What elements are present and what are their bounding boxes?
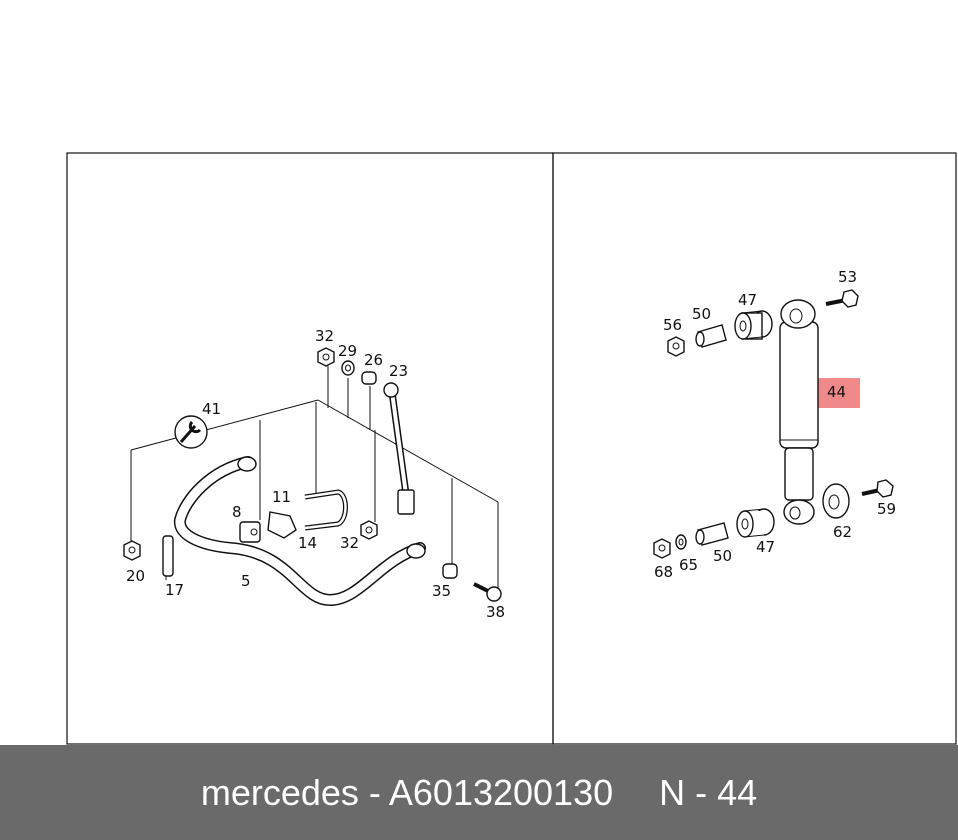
label-47-lower: 47 — [756, 538, 775, 556]
right-panel-frame — [552, 152, 957, 745]
nut-68 — [653, 538, 671, 559]
label-56: 56 — [663, 316, 682, 334]
label-59: 59 — [877, 500, 896, 518]
label-65: 65 — [679, 556, 698, 574]
label-32-top: 32 — [315, 327, 334, 345]
left-leader-lines — [130, 366, 499, 588]
bolt-59 — [861, 479, 894, 498]
label-17: 17 — [165, 581, 184, 599]
label-23: 23 — [389, 362, 408, 380]
footer-part-number: mercedes - A6013200130 — [200, 771, 614, 813]
label-11: 11 — [272, 488, 291, 506]
bar-eye-top — [237, 456, 257, 472]
bushing-47-lower — [736, 508, 775, 538]
parts-diagram: 32 29 26 23 41 8 11 14 32 20 17 5 35 38 — [66, 152, 957, 745]
label-8: 8 — [232, 503, 242, 521]
label-38: 38 — [486, 603, 505, 621]
label-5: 5 — [241, 572, 251, 590]
shock-absorber-44 — [779, 299, 819, 525]
sleeve-50-lower — [695, 522, 729, 546]
label-47-upper: 47 — [738, 291, 757, 309]
label-26: 26 — [364, 351, 383, 369]
footer-position: N - 44 — [659, 771, 758, 813]
label-50-lower: 50 — [713, 547, 732, 565]
nut-32-top — [317, 347, 335, 367]
rubber-mount-8 — [239, 521, 261, 543]
nut-32-lower — [360, 520, 378, 540]
bushing-47-upper — [734, 310, 773, 340]
label-41: 41 — [202, 400, 221, 418]
sleeve-50-upper — [695, 324, 727, 348]
nut-56 — [667, 336, 685, 357]
label-29: 29 — [338, 342, 357, 360]
label-50-upper: 50 — [692, 305, 711, 323]
wrench-icon — [174, 415, 208, 449]
nut-20 — [123, 540, 141, 561]
bolt-38 — [473, 582, 502, 602]
label-32-lower: 32 — [340, 534, 359, 552]
washer-65 — [675, 534, 687, 550]
label-44: 44 — [827, 383, 846, 401]
washer-29 — [341, 360, 355, 376]
bushing-35 — [442, 563, 458, 579]
label-68: 68 — [654, 563, 673, 581]
label-20: 20 — [126, 567, 145, 585]
label-35: 35 — [432, 582, 451, 600]
left-panel-frame — [66, 152, 554, 745]
plate-17 — [162, 535, 174, 577]
washer-62 — [822, 483, 850, 519]
clamp-11 — [267, 511, 297, 539]
footer-bar: mercedes - A6013200130 N - 44 — [0, 745, 958, 840]
bushing-26 — [361, 371, 377, 385]
label-14: 14 — [298, 534, 317, 552]
label-53: 53 — [838, 268, 857, 286]
bar-eye-right — [406, 543, 426, 559]
highlight-44 — [815, 378, 860, 408]
bolt-53 — [825, 289, 859, 308]
link-foot-23 — [397, 489, 415, 515]
label-62: 62 — [833, 523, 852, 541]
stabilizer-bar-inner — [175, 457, 425, 605]
